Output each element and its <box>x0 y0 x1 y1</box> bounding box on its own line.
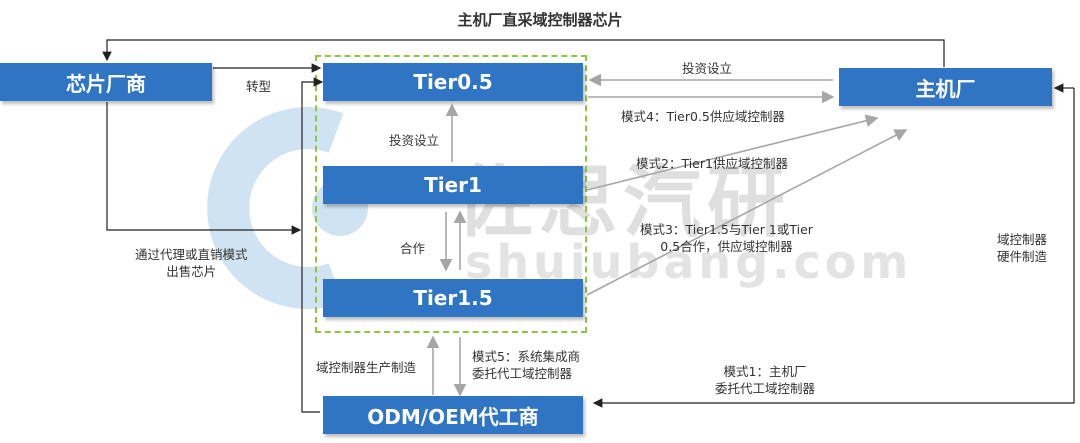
label-domain-production: 域控制器生产制造 <box>316 360 417 375</box>
node-tier15: Tier1.5 <box>323 279 583 317</box>
label-mode3: 模式3：Tier1.5与Tier 1或Tier 0.5合作，供应域控制器 <box>640 222 813 254</box>
node-oem: 主机厂 <box>839 68 1052 106</box>
diagram-title: 主机厂直采域控制器芯片 <box>457 11 623 29</box>
label-mode1: 模式1：主机厂 委托代工域控制器 <box>715 364 816 396</box>
label-hw-manufacturing: 域控制器 硬件制造 <box>997 232 1048 264</box>
label-cooperate: 合作 <box>400 241 426 256</box>
label-agent-sales: 通过代理或直销模式 出售芯片 <box>135 247 248 279</box>
label-invest-mid: 投资设立 <box>389 133 440 148</box>
label-mode5: 模式5：系统集成商 委托代工域控制器 <box>472 349 580 381</box>
tier-group-frame <box>315 55 587 333</box>
label-mode2: 模式2：Tier1供应域控制器 <box>636 156 788 171</box>
node-tier1: Tier1 <box>323 166 583 204</box>
node-tier05: Tier0.5 <box>323 63 583 101</box>
node-odm-oem: ODM/OEM代工商 <box>323 396 583 434</box>
label-transform: 转型 <box>246 79 272 94</box>
label-mode4: 模式4：Tier0.5供应域控制器 <box>621 109 785 124</box>
node-chip-vendor: 芯片厂商 <box>0 63 212 101</box>
label-invest-top: 投资设立 <box>682 61 733 76</box>
